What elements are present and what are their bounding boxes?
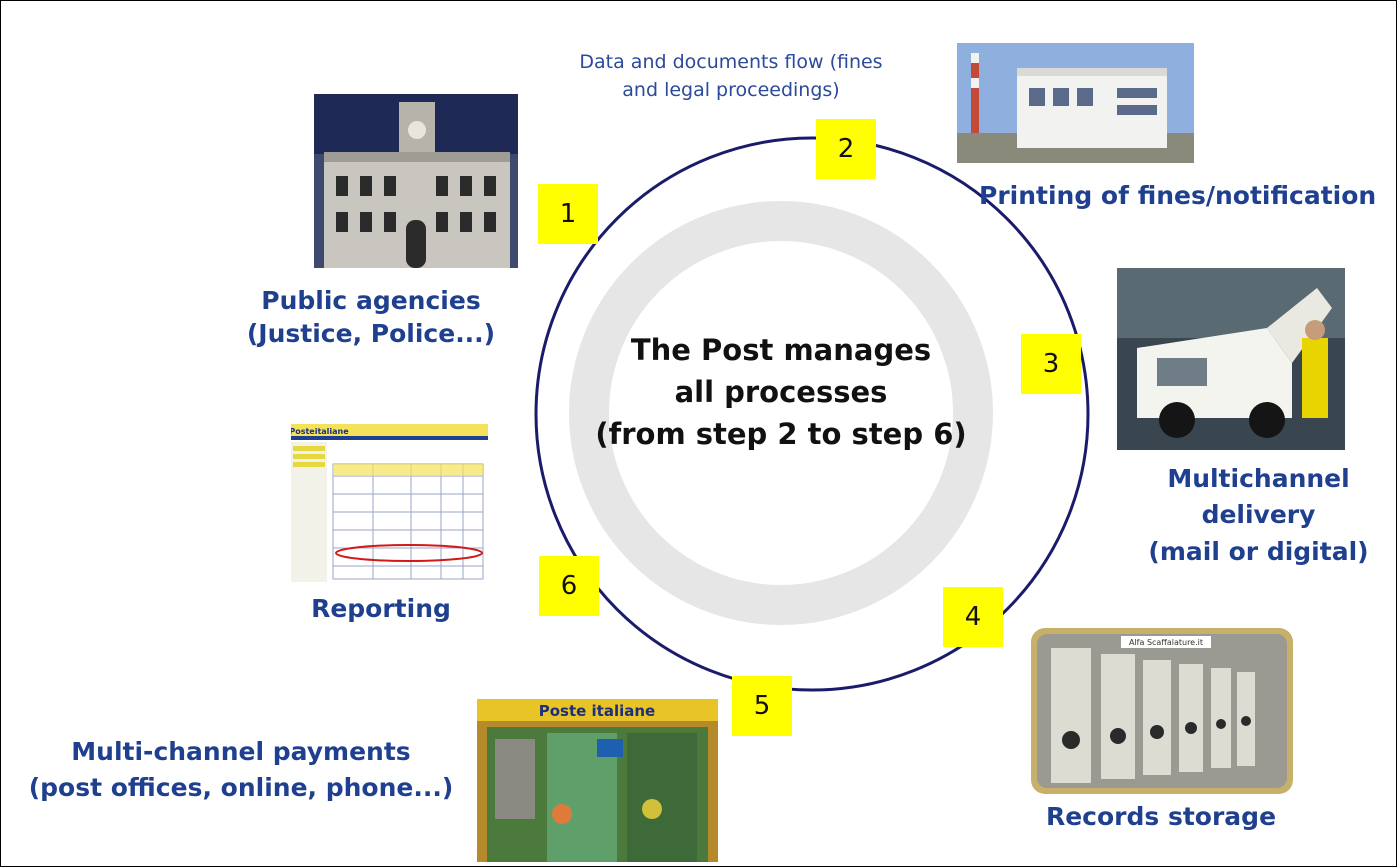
center-line-3: (from step 2 to step 6) xyxy=(595,417,967,452)
step-6-badge: 6 xyxy=(539,556,599,616)
records-storage-label: Records storage xyxy=(1045,802,1277,831)
public-agencies-line-1: Public agencies xyxy=(261,286,481,315)
van-icon xyxy=(1117,268,1345,450)
flow-caption: Data and documents flow (fines and legal… xyxy=(541,49,921,104)
flow-caption-line-2: and legal proceedings) xyxy=(622,78,840,101)
printing-plant-photo xyxy=(957,43,1194,163)
report-header-text: Posteitaliane xyxy=(291,427,349,436)
records-storage-photo: Alfa Scaffalature.it xyxy=(1031,628,1293,794)
delivery-line-2: delivery xyxy=(1201,500,1316,530)
step-5-badge: 5 xyxy=(732,676,792,736)
building-icon xyxy=(957,43,1194,163)
storefront-icon: Poste italiane xyxy=(477,699,718,862)
process-circle xyxy=(534,136,1090,692)
center-statement: The Post manages all processes (from ste… xyxy=(591,329,971,455)
payments-line-2: (post offices, online, phone...) xyxy=(28,773,454,803)
center-line-1: The Post manages xyxy=(630,333,932,367)
public-agencies-line-2: (Justice, Police...) xyxy=(246,319,496,348)
payments-line-1: Multi-channel payments xyxy=(71,737,411,766)
storage-sign-text: Alfa Scaffalature.it xyxy=(1129,638,1203,647)
delivery-label: Multichannel delivery (mail or digital) xyxy=(1126,461,1391,570)
town-hall-photo xyxy=(314,94,518,268)
printing-label: Printing of fines/notification xyxy=(979,181,1377,210)
step-1-badge: 1 xyxy=(538,184,598,244)
step-3-badge: 3 xyxy=(1021,334,1081,394)
delivery-van-photo xyxy=(1117,268,1345,450)
post-office-sign-text: Poste italiane xyxy=(539,702,655,720)
background-ring xyxy=(569,201,993,625)
report-table-icon: Posteitaliane xyxy=(291,424,488,582)
center-line-2: all processes xyxy=(674,375,888,410)
reporting-label: Reporting xyxy=(311,594,451,623)
delivery-line-3: (mail or digital) xyxy=(1148,536,1369,566)
step-4-badge: 4 xyxy=(943,587,1003,647)
delivery-line-1: Multichannel xyxy=(1167,464,1350,493)
step-2-badge: 2 xyxy=(816,119,876,179)
public-agencies-label: Public agencies (Justice, Police...) xyxy=(216,284,526,350)
shelving-icon: Alfa Scaffalature.it xyxy=(1037,634,1287,788)
payments-label: Multi-channel payments (post offices, on… xyxy=(11,734,471,807)
reporting-photo: Posteitaliane xyxy=(291,424,488,582)
town-hall-icon xyxy=(314,94,518,268)
flow-caption-line-1: Data and documents flow (fines xyxy=(579,51,883,73)
post-office-photo: Poste italiane xyxy=(477,699,718,862)
